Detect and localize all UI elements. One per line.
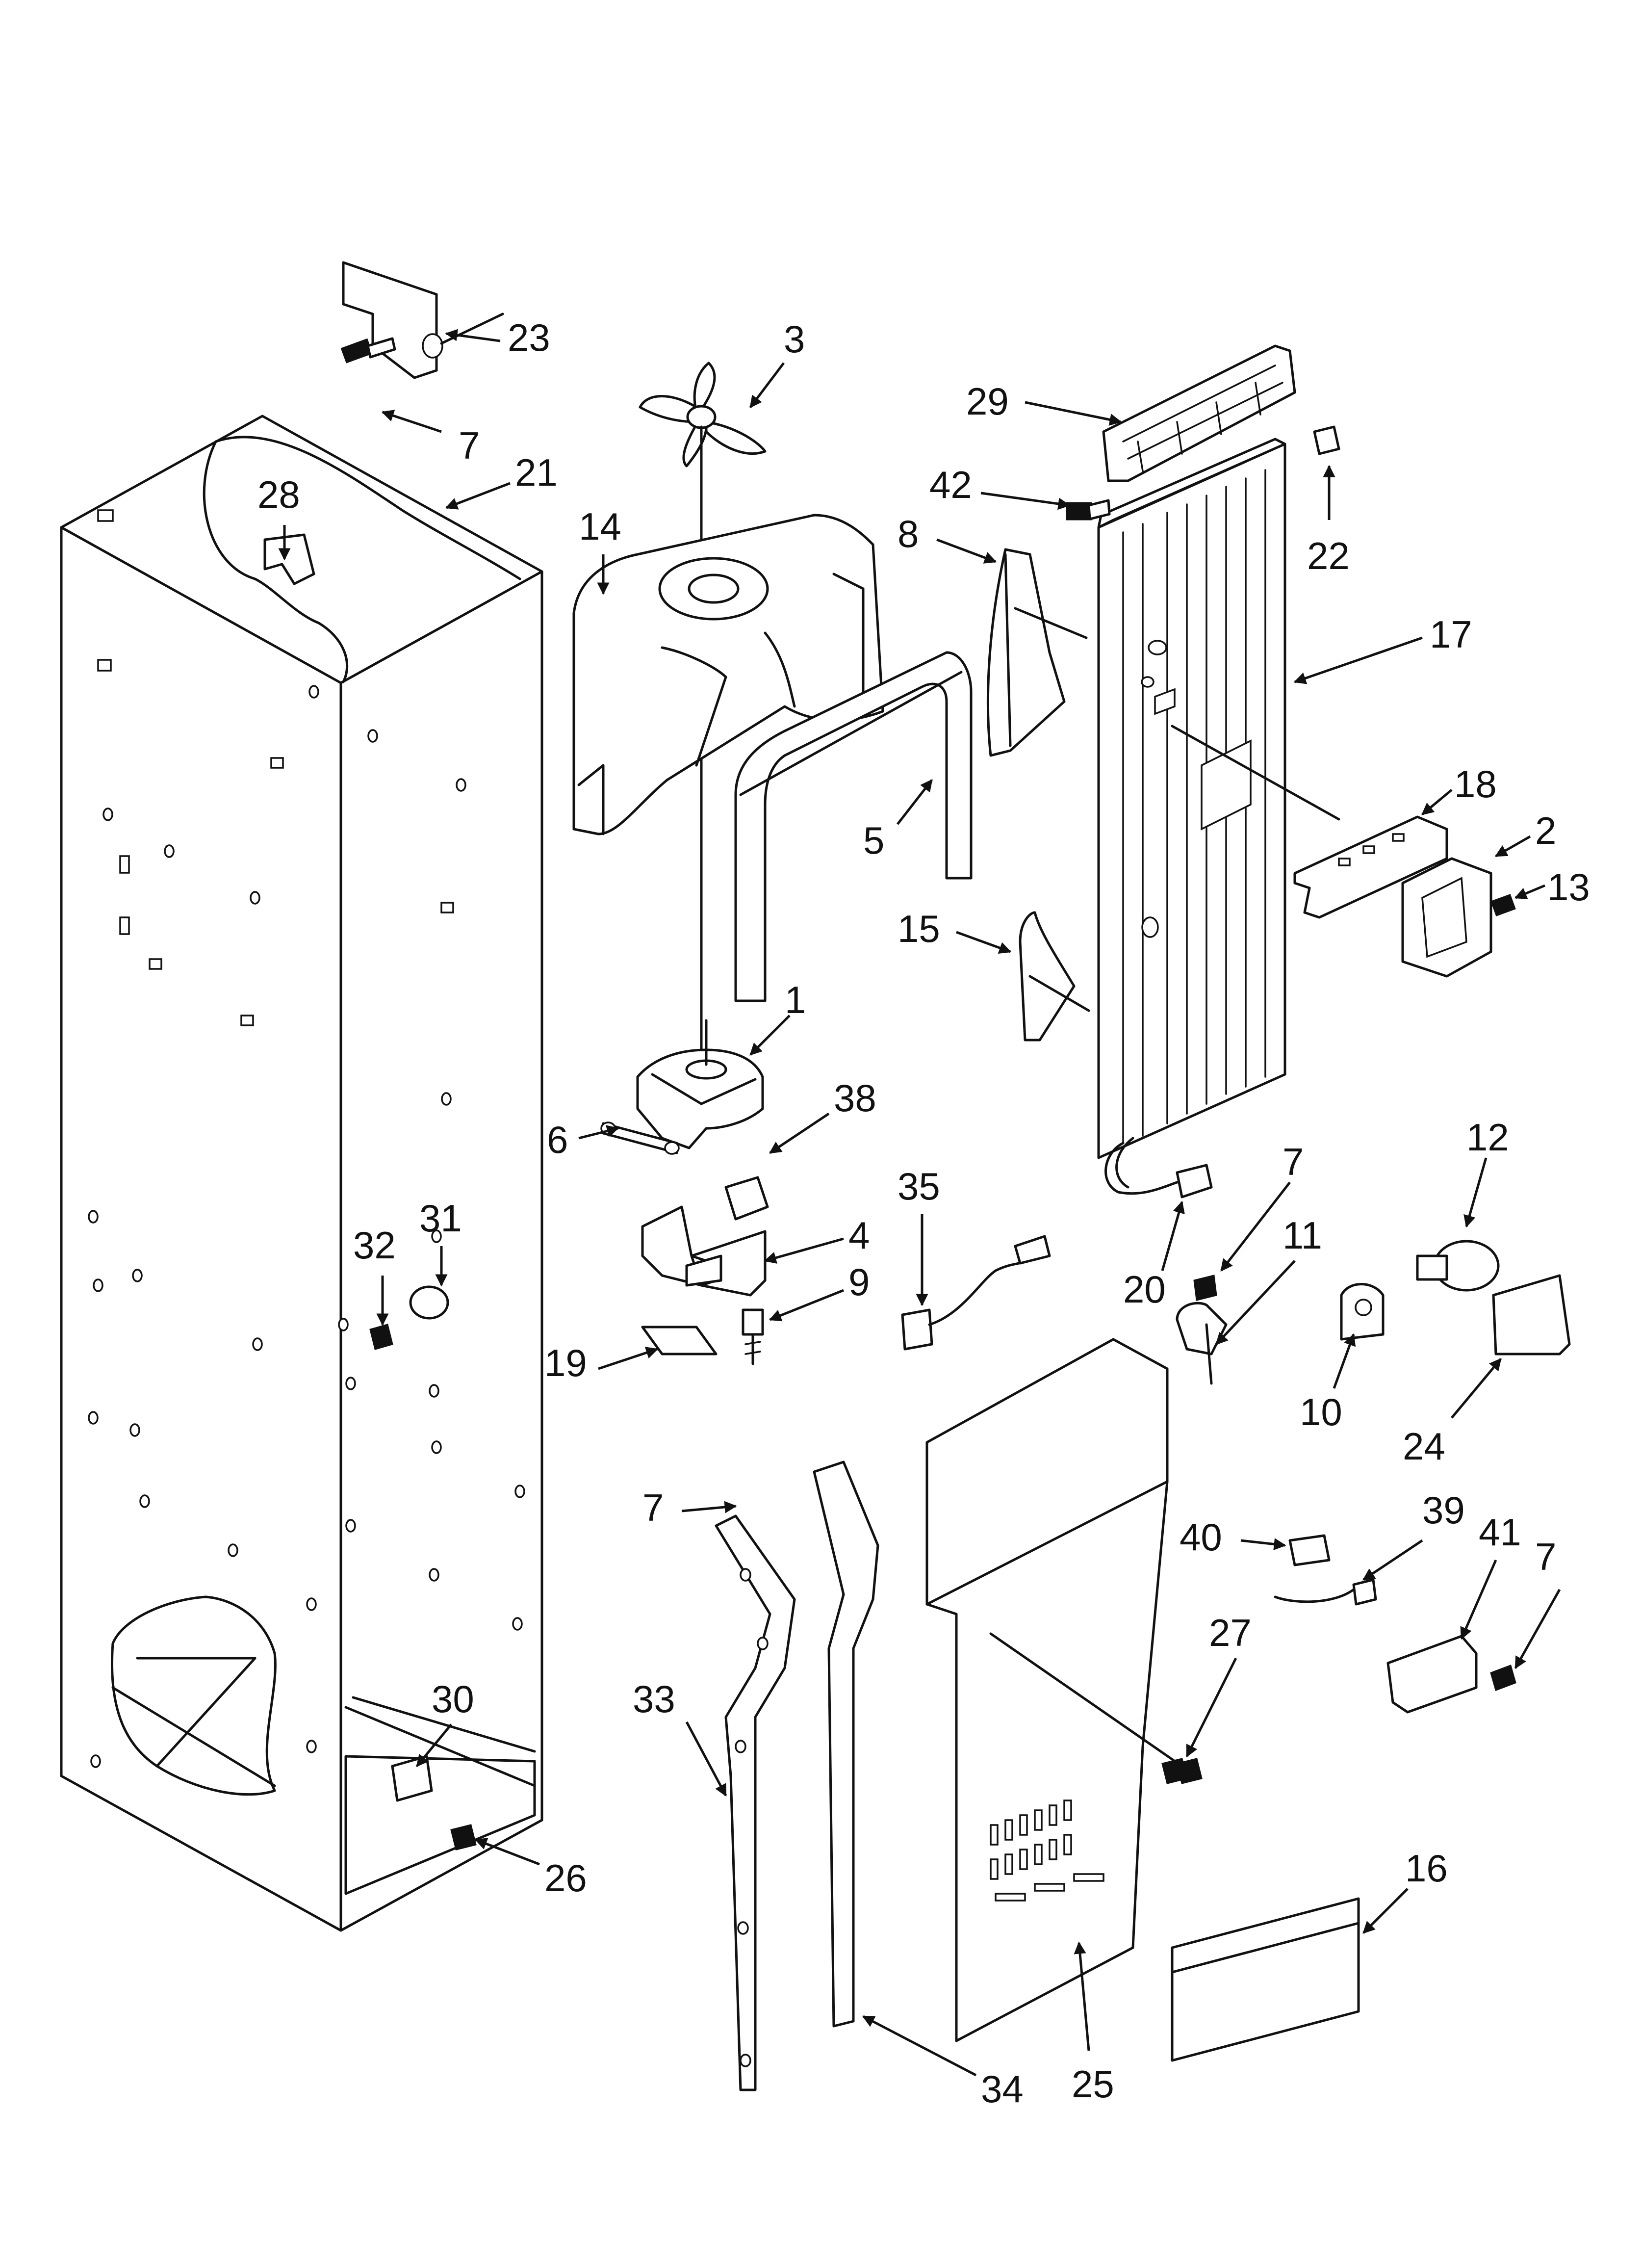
part-13-screw	[1490, 894, 1516, 916]
callout-28: 28	[257, 473, 300, 516]
callout-10: 10	[1300, 1390, 1342, 1434]
part-35-harness	[901, 1235, 1051, 1351]
callout-21: 21	[515, 451, 558, 494]
part-41-switch	[1386, 1635, 1478, 1714]
callout-7d: 7	[1535, 1535, 1556, 1578]
callout-35: 35	[898, 1165, 940, 1208]
evaporator-cover	[1097, 438, 1340, 1159]
callout-23: 23	[508, 316, 550, 359]
callout-31: 31	[419, 1197, 462, 1240]
callout-7b: 7	[1283, 1140, 1304, 1183]
part-16-kick-plate	[1171, 1897, 1360, 2062]
callout-11: 11	[1283, 1214, 1322, 1257]
callout-2: 2	[1535, 809, 1556, 852]
part-10-socket	[1340, 1283, 1385, 1341]
part-40-clip	[1288, 1534, 1331, 1566]
part-26-screw	[450, 1824, 477, 1851]
callout-39: 39	[1422, 1488, 1465, 1532]
callout-18: 18	[1454, 762, 1497, 806]
vent-slots	[990, 1799, 1104, 1902]
part-9-screw	[742, 1308, 764, 1365]
callouts: 3 23 7 21 28 14 29 42 22 8 17 18 2 13 5 …	[257, 316, 1590, 2111]
callout-26: 26	[544, 1856, 587, 1900]
part-39-wire	[1274, 1578, 1377, 1606]
motor-bracket	[641, 1205, 767, 1297]
rear-panel	[925, 1338, 1183, 2042]
callout-7a: 7	[459, 424, 480, 467]
callout-12: 12	[1466, 1116, 1509, 1159]
callout-8: 8	[898, 512, 919, 555]
callout-7c: 7	[642, 1486, 664, 1529]
part-24-cover	[1492, 1274, 1571, 1356]
callout-14: 14	[579, 505, 621, 548]
part-18-bracket	[1293, 815, 1448, 919]
part-31-plug	[409, 1285, 449, 1320]
callout-29: 29	[966, 380, 1009, 423]
part-32-screw	[369, 1324, 393, 1350]
callout-13: 13	[1547, 865, 1590, 909]
cabinet-liner	[60, 415, 543, 1932]
callout-38: 38	[834, 1076, 876, 1120]
fan-shroud	[572, 514, 884, 835]
callout-22: 22	[1307, 534, 1350, 577]
callout-25: 25	[1072, 2062, 1114, 2106]
part-20-wire-harness	[1104, 1137, 1213, 1199]
callout-40: 40	[1180, 1515, 1222, 1559]
gasket-strip-34	[813, 1460, 879, 2028]
callout-19: 19	[544, 1341, 587, 1384]
callout-42: 42	[929, 463, 972, 506]
screw-7-center	[1193, 1275, 1217, 1301]
callout-3: 3	[784, 317, 805, 361]
part-27-screw	[1176, 1758, 1203, 1784]
part-22-cap	[1313, 425, 1340, 455]
callout-16: 16	[1405, 1847, 1448, 1890]
duct-part-8	[986, 548, 1088, 757]
part-38-pad	[724, 1176, 769, 1221]
part-19-tape	[641, 1326, 718, 1356]
callout-17: 17	[1430, 613, 1472, 656]
trim-strip-33	[715, 1514, 796, 2091]
callout-34: 34	[981, 2067, 1024, 2111]
grille-part-29	[1102, 344, 1296, 482]
callout-30: 30	[432, 1677, 474, 1721]
callout-6: 6	[547, 1118, 568, 1161]
callout-27: 27	[1209, 1611, 1252, 1654]
callout-24: 24	[1403, 1425, 1445, 1468]
cabinet-holes	[88, 509, 525, 1768]
part-2-housing	[1401, 857, 1492, 978]
part-30-clip	[391, 1755, 433, 1802]
callout-9: 9	[848, 1260, 870, 1303]
callout-41: 41	[1479, 1511, 1521, 1554]
part-12-bulb	[1416, 1240, 1500, 1292]
upper-bracket	[340, 261, 504, 379]
callout-33: 33	[633, 1677, 675, 1721]
callout-15: 15	[898, 907, 940, 950]
callout-5: 5	[863, 819, 884, 862]
callout-32: 32	[353, 1224, 396, 1267]
callout-4: 4	[848, 1214, 870, 1257]
fan-motor	[636, 1019, 764, 1149]
gasket	[734, 651, 973, 1002]
callout-1: 1	[785, 978, 806, 1021]
callout-20: 20	[1123, 1268, 1166, 1311]
part-42-screw	[1066, 499, 1111, 521]
foam-part-15	[1019, 911, 1090, 1042]
